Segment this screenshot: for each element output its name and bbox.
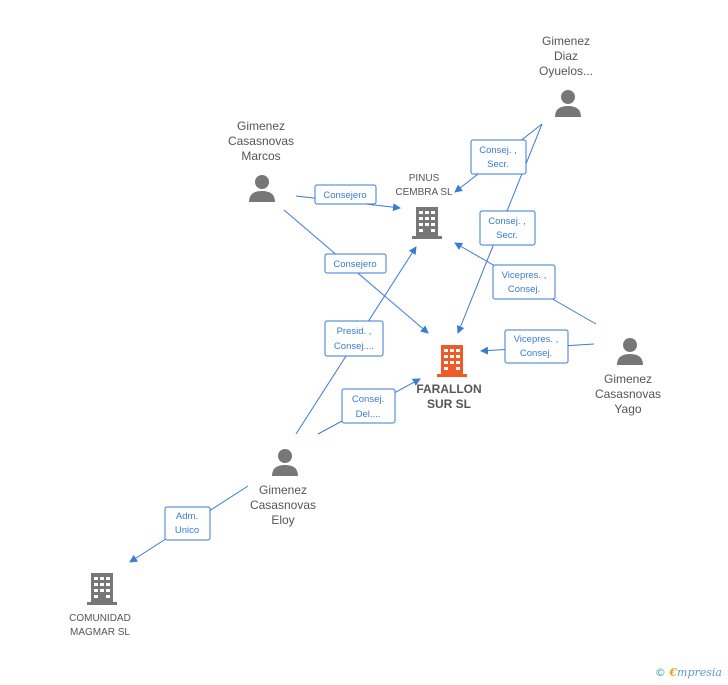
edge-label-yago-pinus[interactable]: Vicepres. , Consej. bbox=[492, 264, 556, 300]
edge-label-line-2: Consej. bbox=[508, 284, 540, 295]
edge-label-diaz-farallon[interactable]: Consej. , Secr. bbox=[479, 210, 536, 246]
person-name-line-2: Casasnovas bbox=[228, 134, 294, 148]
person-name-line-1: Gimenez bbox=[259, 483, 307, 497]
edge-label-marcos-farallon[interactable]: Consejero bbox=[324, 253, 387, 274]
person-node-yago[interactable]: Gimenez Casasnovas Yago bbox=[595, 338, 661, 416]
person-node-eloy[interactable]: Gimenez Casasnovas Eloy bbox=[250, 449, 316, 527]
person-name-line-2: Casasnovas bbox=[250, 498, 316, 512]
edge-label-line-1: Consejero bbox=[333, 259, 376, 270]
company-node-comunidad[interactable]: COMUNIDAD MAGMAR SL bbox=[69, 573, 131, 638]
company-name-line-1: FARALLON bbox=[416, 382, 481, 396]
person-name-line-3: Yago bbox=[614, 402, 641, 416]
person-name-line-1: Gimenez bbox=[237, 119, 285, 133]
person-node-diaz[interactable]: Gimenez Diaz Oyuelos... bbox=[539, 34, 593, 117]
company-name-line-2: MAGMAR SL bbox=[70, 627, 130, 638]
person-name-line-1: Gimenez bbox=[604, 372, 652, 386]
brand-name: mpresia bbox=[677, 666, 722, 679]
edge-label-line-1: Consej. , bbox=[488, 216, 526, 227]
person-icon bbox=[272, 449, 298, 476]
edge-label-line-2: Secr. bbox=[496, 230, 518, 241]
edge-label-marcos-pinus[interactable]: Consejero bbox=[314, 184, 377, 205]
edge-label-line-2: Consej. bbox=[520, 348, 552, 359]
edge-label-eloy-farallon[interactable]: Consej. Del.... bbox=[341, 388, 396, 424]
person-name-line-3: Oyuelos... bbox=[539, 64, 593, 78]
edge-label-line-1: Vicepres. , bbox=[514, 334, 559, 345]
edge-label-line-2: Del.... bbox=[356, 409, 381, 420]
person-icon bbox=[555, 90, 581, 117]
person-name-line-2: Casasnovas bbox=[595, 387, 661, 401]
building-icon bbox=[87, 573, 117, 605]
edge-label-line-2: Consej.... bbox=[334, 341, 374, 352]
edge-label-line-2: Unico bbox=[175, 525, 199, 536]
company-name-line-2: CEMBRA SL bbox=[395, 187, 453, 198]
edge-label-line-1: Consejero bbox=[323, 190, 366, 201]
building-icon bbox=[437, 345, 467, 377]
company-name-line-1: PINUS bbox=[409, 173, 440, 184]
edge-label-eloy-pinus[interactable]: Presid. , Consej.... bbox=[324, 320, 384, 357]
edge-label-eloy-comunidad[interactable]: Adm. Unico bbox=[164, 506, 211, 541]
person-name-line-3: Marcos bbox=[241, 149, 280, 163]
company-node-farallon[interactable]: FARALLON SUR SL bbox=[416, 345, 482, 411]
brand-logo-initial: € bbox=[669, 666, 678, 679]
brand-watermark: © €mpresia bbox=[655, 666, 722, 679]
edge-label-line-1: Presid. , bbox=[337, 326, 372, 337]
edge-label-yago-farallon[interactable]: Vicepres. , Consej. bbox=[504, 329, 569, 364]
copyright-symbol: © bbox=[654, 666, 666, 679]
company-name-line-1: COMUNIDAD bbox=[69, 613, 131, 624]
person-icon bbox=[617, 338, 643, 365]
company-node-pinus[interactable]: PINUS CEMBRA SL bbox=[395, 173, 453, 239]
company-name-line-2: SUR SL bbox=[427, 397, 471, 411]
person-name-line-1: Gimenez bbox=[542, 34, 590, 48]
building-icon bbox=[412, 207, 442, 239]
edge-label-line-1: Vicepres. , bbox=[502, 270, 547, 281]
edge-label-line-1: Adm. bbox=[176, 511, 198, 522]
edge-label-line-1: Consej. bbox=[352, 394, 384, 405]
edge-label-line-2: Secr. bbox=[487, 159, 509, 170]
person-icon bbox=[249, 175, 275, 202]
person-name-line-3: Eloy bbox=[271, 513, 294, 527]
edge-label-diaz-pinus[interactable]: Consej. , Secr. bbox=[470, 139, 527, 175]
person-node-marcos[interactable]: Gimenez Casasnovas Marcos bbox=[228, 119, 294, 202]
edge-label-line-1: Consej. , bbox=[479, 145, 517, 156]
person-name-line-2: Diaz bbox=[554, 49, 578, 63]
